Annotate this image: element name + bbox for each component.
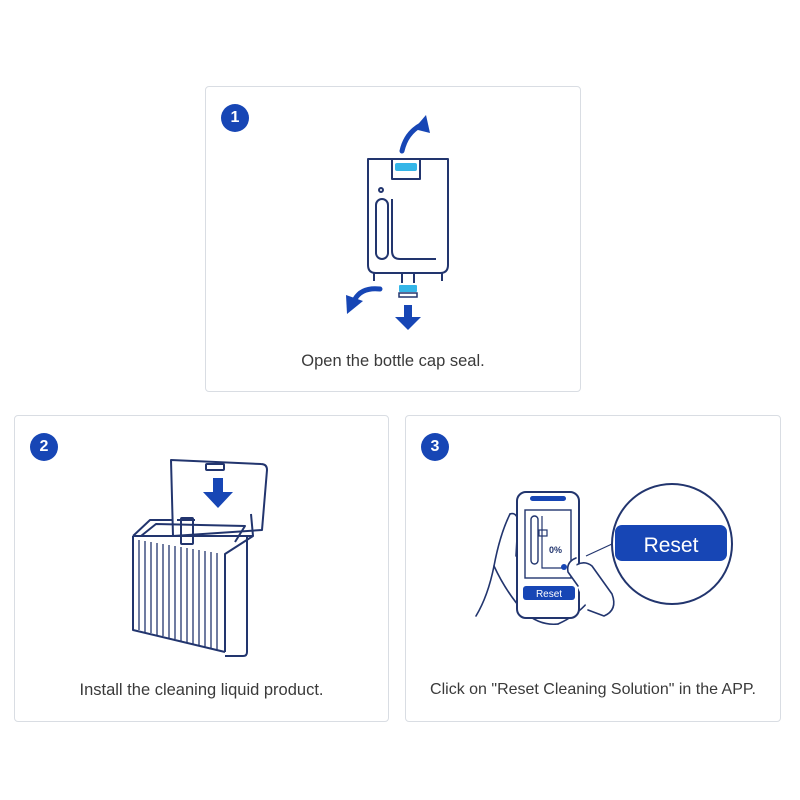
step-number-badge: 1 [221,104,249,132]
install-liquid-illustration [132,459,268,657]
step-caption: Install the cleaning liquid product. [79,681,324,699]
phone-outline [516,491,580,619]
station-outline [132,459,268,657]
step-caption: Open the bottle cap seal. [301,352,485,370]
step-3-card: 3 0% Reset Reset [405,415,781,722]
step-number-badge: 2 [30,433,58,461]
nozzle-seal-highlight [399,285,417,292]
percent-readout: 0% [549,545,562,555]
step-1-card: 1 Open [205,86,581,392]
step-number-badge: 3 [421,433,449,461]
arrow-down-icon [395,305,421,330]
cap-seal-highlight [395,163,417,171]
arrow-down-icon [203,478,233,508]
arrow-up-icon [399,115,430,154]
app-reset-illustration: 0% Reset Reset [475,483,733,626]
reset-zoom-label: Reset [644,534,699,557]
step-2-card: 2 [14,415,389,722]
pointing-hand-icon [561,557,615,617]
arrow-curve-down-icon [346,286,383,314]
phone-reset-button: Reset [536,589,562,600]
bottle-outline [367,158,449,283]
station-slats [138,540,218,650]
reset-button-zoomed [615,525,727,561]
step-caption: Click on "Reset Cleaning Solution" in th… [430,681,756,698]
bottle-cap-illustration [346,115,449,330]
